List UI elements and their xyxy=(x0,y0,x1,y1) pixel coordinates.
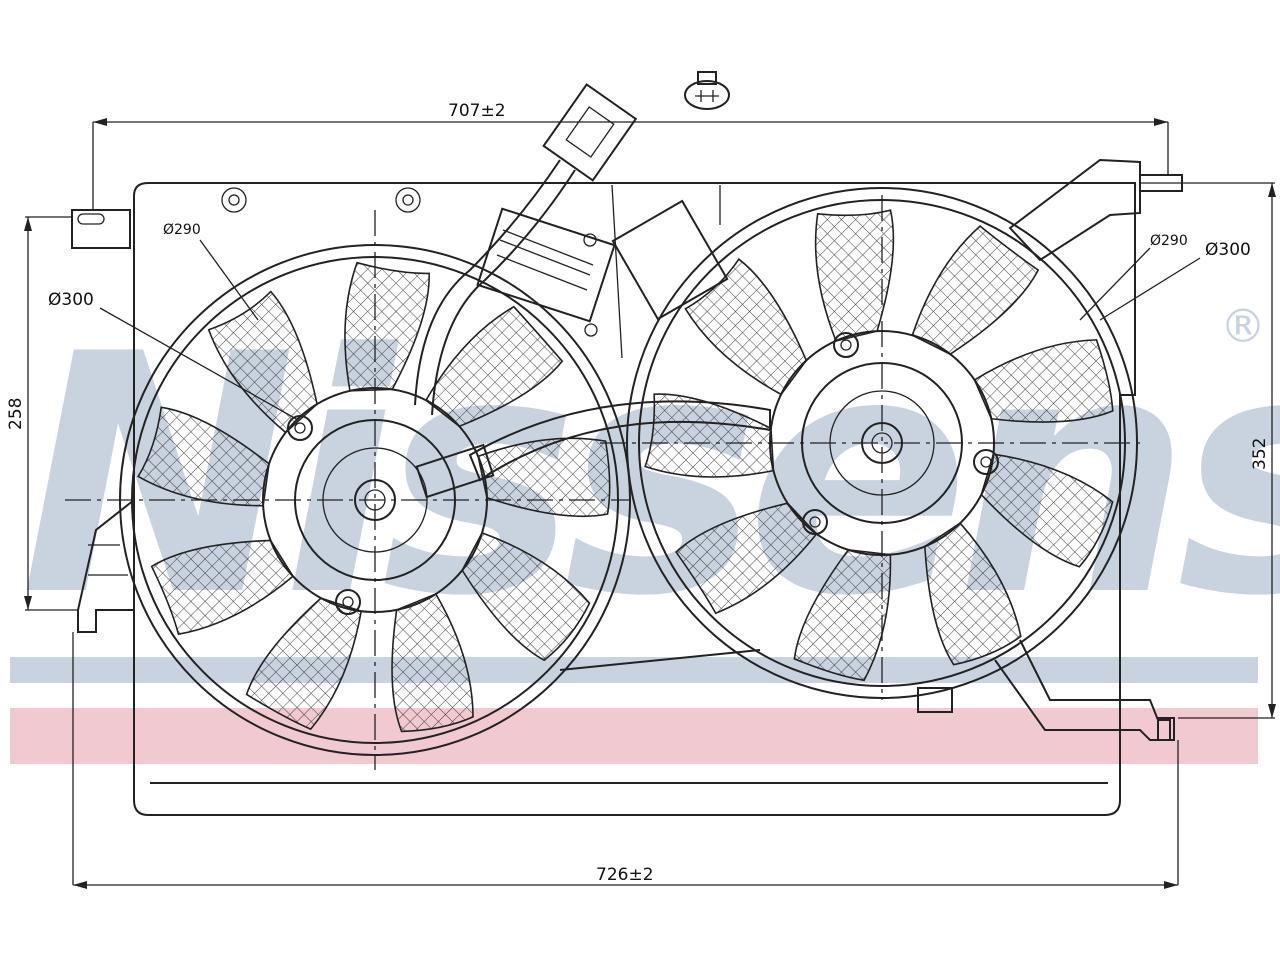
right-height-label: 352 xyxy=(1250,438,1270,470)
fan-blade xyxy=(973,339,1114,423)
fan-blade xyxy=(980,453,1114,568)
dimension-lines xyxy=(24,118,1276,889)
fan-icon xyxy=(137,261,611,733)
left-fan xyxy=(65,210,631,770)
watermark-blue-stripe xyxy=(10,657,1258,683)
left-height-label: 258 xyxy=(6,398,26,430)
bottom-width-label: 726±2 xyxy=(596,865,654,885)
fan-blade xyxy=(644,393,775,478)
fan-blade xyxy=(684,258,808,396)
left-fan-outer-diameter-label: Ø300 xyxy=(48,290,94,310)
left-fan-inner-diameter-label: Ø290 xyxy=(163,222,201,238)
fan-blade xyxy=(814,209,895,342)
fan-blade xyxy=(424,305,564,428)
fan-blade xyxy=(793,548,892,682)
watermark-red-stripe xyxy=(10,708,1258,764)
fan-blade xyxy=(245,597,363,731)
fan-blade xyxy=(344,261,430,392)
fan-icon xyxy=(644,209,1114,682)
right-fan-outer-diameter-label: Ø300 xyxy=(1205,240,1251,260)
fan-blade xyxy=(911,225,1040,356)
fan-blade xyxy=(924,522,1022,666)
top-width-label: 707±2 xyxy=(448,101,506,121)
right-fan xyxy=(600,187,1140,713)
watermark-registered-symbol: ® xyxy=(1220,299,1266,353)
fan-blade xyxy=(207,290,318,434)
fan-blade xyxy=(150,539,295,636)
fan-blade xyxy=(137,406,270,507)
wiring-harness xyxy=(414,83,638,499)
fan-blade xyxy=(477,437,611,518)
fan-blade xyxy=(675,502,818,615)
fan-blade xyxy=(391,593,474,733)
right-fan-inner-diameter-label: Ø290 xyxy=(1150,233,1188,249)
fan-blade xyxy=(461,531,591,662)
connector-icon xyxy=(684,71,730,110)
